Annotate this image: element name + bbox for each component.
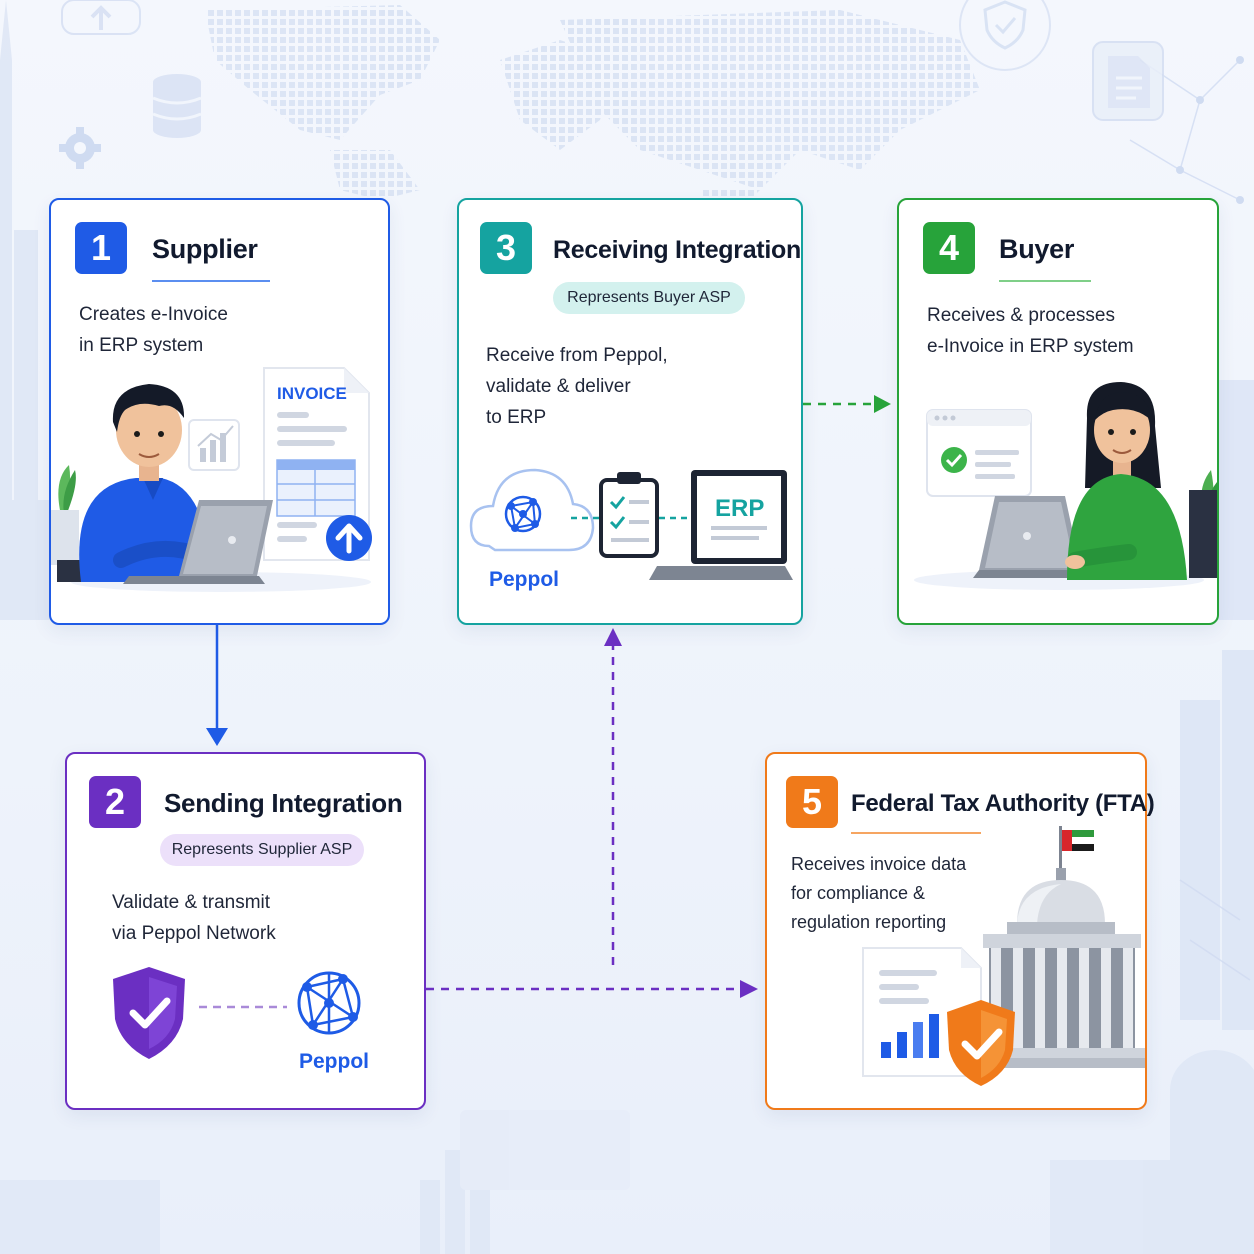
upload-arrow-icon <box>326 515 372 561</box>
sending-integration-card: 2 Sending Integration Represents Supplie… <box>65 752 426 1110</box>
fta-title: Federal Tax Authority (FTA) <box>851 790 1155 817</box>
fta-illustration <box>862 826 1145 1086</box>
fta-card: 5 Federal Tax Authority (FTA) Receives i… <box>765 752 1155 1110</box>
buyer-person-icon <box>1065 382 1187 580</box>
sending-integration-pill: Represents Supplier ASP <box>160 834 364 866</box>
laptop-icon <box>123 500 273 584</box>
database-icon <box>152 74 202 138</box>
shield-check-icon <box>113 967 185 1059</box>
step-number-1: 1 <box>75 222 127 274</box>
receiving-integration-card: 3 Receiving Integration Represents Buyer… <box>457 198 803 625</box>
peppol-network-icon <box>469 468 595 552</box>
receiving-peppol-label: Peppol <box>489 568 560 591</box>
gear-icon <box>59 127 101 169</box>
step-number-2: 2 <box>89 776 141 828</box>
supplier-illustration: INVOICE <box>51 367 372 592</box>
document-icon <box>1092 41 1164 121</box>
chart-icon <box>188 419 240 471</box>
supplier-title: Supplier <box>152 234 258 264</box>
browser-window-icon <box>926 409 1032 497</box>
plant-icon <box>51 465 79 565</box>
buyer-card: 4 Buyer Receives & processes e-Invoice i… <box>897 198 1219 625</box>
buyer-description: Receives & processes e-Invoice in ERP sy… <box>927 305 1134 357</box>
step-number-4: 4 <box>923 222 975 274</box>
receiving-integration-pill: Represents Buyer ASP <box>553 282 745 314</box>
receiving-integration-description: Receive from Peppol, validate & deliver … <box>486 345 668 428</box>
buyer-title-underline <box>999 280 1091 282</box>
receiving-integration-title: Receiving Integration <box>553 236 801 264</box>
buyer-illustration <box>914 382 1217 590</box>
laptop-icon <box>973 496 1131 578</box>
invoice-document-icon: INVOICE <box>263 367 370 561</box>
fta-title-underline <box>851 832 981 834</box>
buyer-title: Buyer <box>999 234 1075 264</box>
fta-description: Receives invoice data for compliance & r… <box>791 854 967 932</box>
sending-illustration <box>113 967 361 1059</box>
sending-integration-title: Sending Integration <box>164 788 403 818</box>
check-icon <box>941 447 967 473</box>
peppol-network-icon <box>297 971 361 1035</box>
erp-label: ERP <box>715 495 764 522</box>
world-map-icon <box>205 5 980 210</box>
plant-icon <box>1189 470 1217 578</box>
shield-check-icon <box>947 1000 1015 1086</box>
invoice-label: INVOICE <box>277 384 347 403</box>
step-number-5: 5 <box>786 776 838 828</box>
step-number-3: 3 <box>480 222 532 274</box>
upload-cloud-icon <box>61 0 141 35</box>
sending-peppol-label: Peppol <box>299 1050 370 1073</box>
uae-flag-icon <box>1059 826 1094 868</box>
receiving-illustration: ERP <box>469 468 793 580</box>
checklist-clipboard-icon <box>599 472 659 558</box>
sending-integration-description: Validate & transmit via Peppol Network <box>112 892 276 944</box>
laptop-icon: ERP <box>649 470 793 580</box>
shield-check-icon <box>959 0 1051 71</box>
supplier-description: Creates e-Invoice in ERP system <box>79 304 228 356</box>
supplier-card: 1 Supplier Creates e-Invoice in ERP syst… <box>49 198 390 625</box>
supplier-title-underline <box>152 280 270 282</box>
